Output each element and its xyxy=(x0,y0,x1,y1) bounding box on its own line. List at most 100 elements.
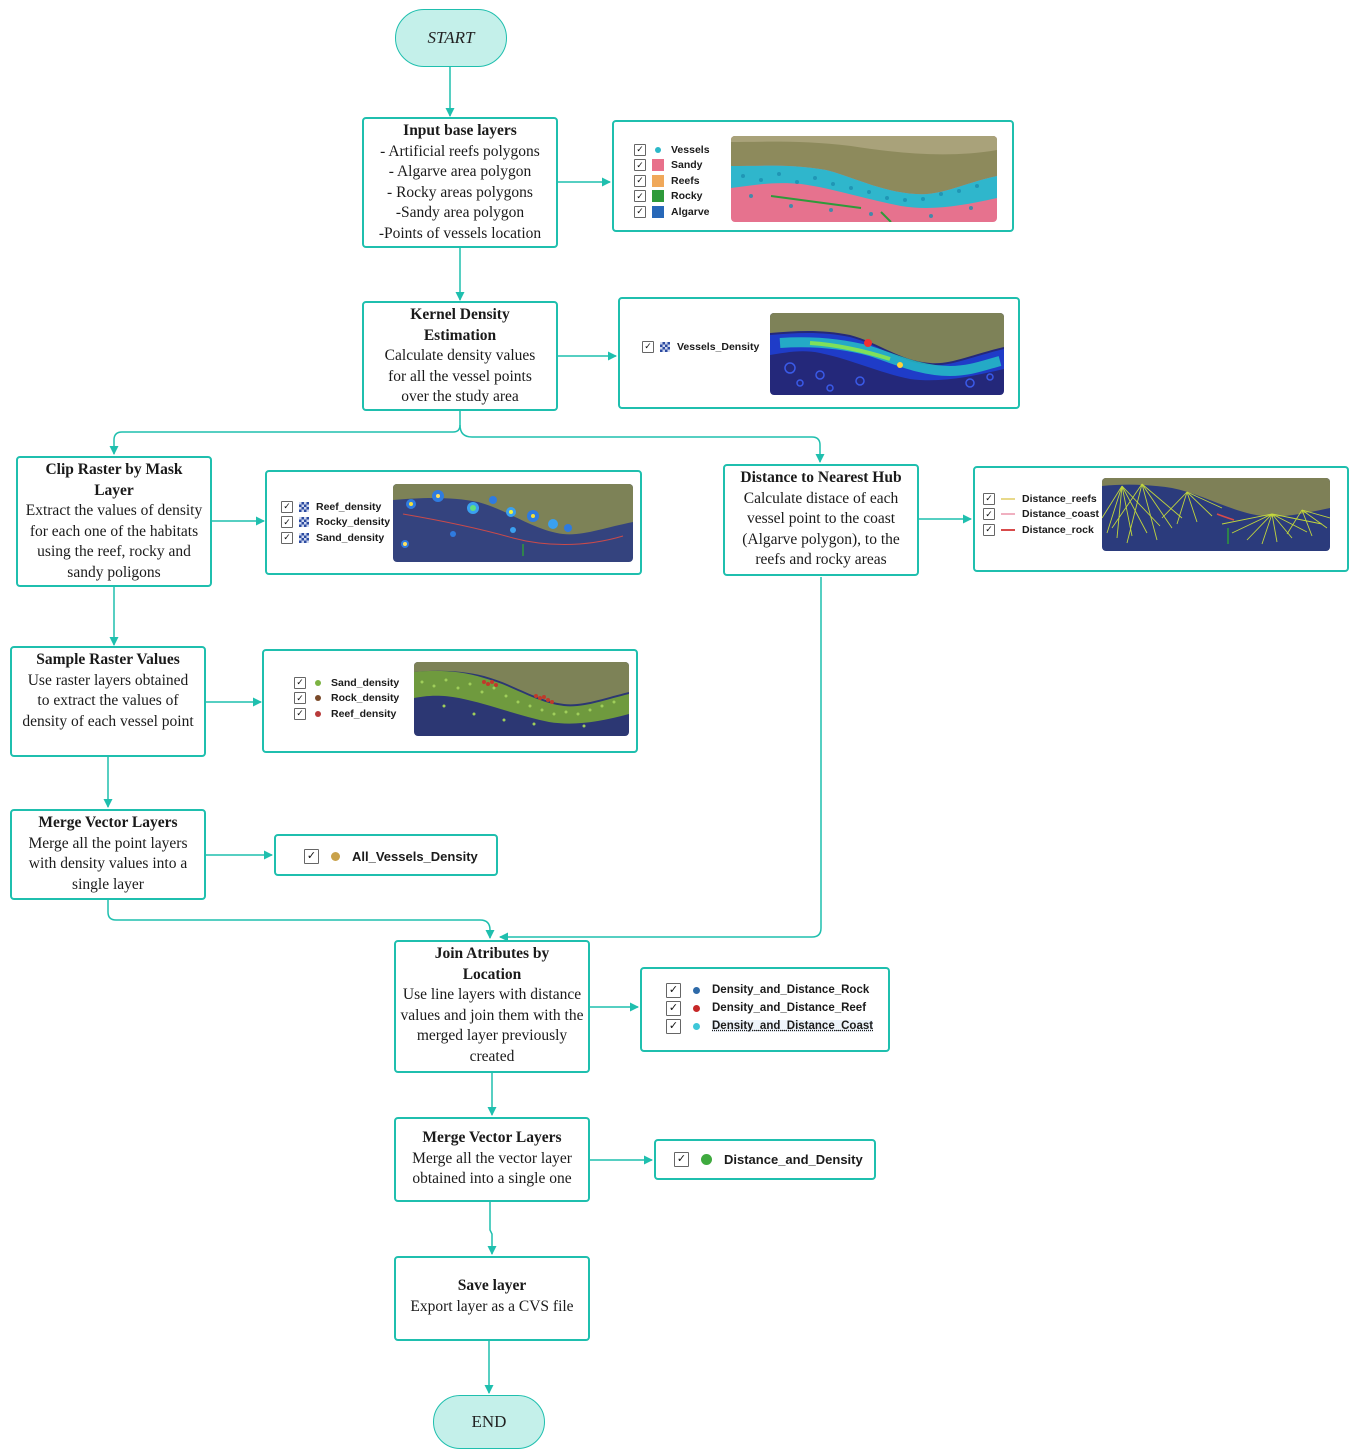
end-terminal: END xyxy=(433,1395,545,1449)
end-label: END xyxy=(471,1412,507,1431)
checkbox[interactable]: ✓ xyxy=(281,500,293,513)
legend-row: ✓Density_and_Distance_Reef xyxy=(666,999,873,1017)
checkbox[interactable]: ✓ xyxy=(294,676,306,689)
layer-legend: ✓ Vessels_Density xyxy=(642,339,759,355)
panel-kde: ✓ Vessels_Density xyxy=(618,297,1020,409)
map-sample-image xyxy=(414,662,629,736)
checkbox[interactable]: ✓ xyxy=(634,174,646,187)
checkbox[interactable]: ✓ xyxy=(634,205,646,218)
layer-legend: ✓ Reef_density ✓ Rocky_density ✓ Sand_densi… xyxy=(281,499,390,546)
checkbox[interactable]: ✓ xyxy=(634,143,646,156)
point-symbol-icon xyxy=(701,1153,712,1165)
step-description: Use raster layers obtained to extract th… xyxy=(22,671,194,730)
checkbox[interactable]: ✓ xyxy=(666,982,681,998)
map-clip-image xyxy=(393,484,633,562)
panel-sample: ✓ Sand_density ✓Rock_density ✓ Reef_densit… xyxy=(262,649,638,753)
point-symbol-icon xyxy=(655,146,661,153)
layer-label: Vessels xyxy=(671,143,710,156)
step-title: Sample Raster Values xyxy=(36,651,180,668)
checkbox[interactable]: ✓ xyxy=(983,492,995,505)
checkbox[interactable]: ✓ xyxy=(674,1151,689,1167)
layer-label: Reef_density xyxy=(331,707,397,720)
start-label: START xyxy=(427,28,475,47)
layer-label: Reefs xyxy=(671,174,700,187)
layer-legend: ✓ Distance_reefs ✓ Distance_coast ✓Distanc… xyxy=(983,491,1099,538)
point-symbol-icon xyxy=(693,1022,700,1030)
layer-label: Distance_coast xyxy=(1022,508,1100,521)
legend-row: ✓Rock_density xyxy=(294,691,399,707)
layer-label: Density_and_Distance_Rock xyxy=(712,984,870,996)
point-symbol-icon xyxy=(693,1004,700,1012)
raster-symbol-icon xyxy=(299,501,309,512)
legend-row: ✓ Vessels xyxy=(634,142,710,158)
layer-label: Density_and_Distance_Coast xyxy=(712,1020,874,1032)
step-clip-raster: Clip Raster by Mask Layer Extract the va… xyxy=(16,456,212,587)
step-title: Clip Raster by Mask Layer xyxy=(45,461,183,499)
arrow-merge1-join xyxy=(107,900,495,939)
checkbox[interactable]: ✓ xyxy=(304,848,319,864)
step-description: Use line layers with distance values and… xyxy=(400,986,584,1065)
arrow-merge2-save xyxy=(487,1202,497,1255)
line-symbol-icon xyxy=(1001,497,1015,500)
layer-label: Algarve xyxy=(671,205,710,218)
map-thumbnail xyxy=(731,136,997,222)
checkbox[interactable]: ✓ xyxy=(281,531,293,544)
map-hub-image xyxy=(1102,478,1330,551)
arrow-hub-join xyxy=(499,577,822,942)
line-symbol-icon xyxy=(1001,513,1015,516)
arrow-kde-hub xyxy=(459,424,825,463)
legend-row: ✓ Reef_density xyxy=(294,706,399,722)
checkbox[interactable]: ✓ xyxy=(634,190,646,203)
layer-label: Distance_and_Density xyxy=(724,1151,863,1167)
legend-row: ✓ Distance_and_Density xyxy=(674,1150,863,1168)
layer-label: Sand_density xyxy=(331,676,400,689)
layer-label: Reef_density xyxy=(316,500,382,513)
input-item: - Rocky areas polygons xyxy=(387,183,533,201)
legend-row: ✓ Sand_density xyxy=(281,530,390,546)
arrow-kde-clip xyxy=(109,411,461,455)
layer-label: Sand_density xyxy=(316,531,385,544)
checkbox[interactable]: ✓ xyxy=(666,1000,681,1016)
layer-label: Rocky_density xyxy=(316,516,391,529)
panel-merge1: ✓All_Vessels_Density xyxy=(274,834,498,876)
checkbox[interactable]: ✓ xyxy=(983,508,995,521)
legend-row: ✓ Reef_density xyxy=(281,499,390,515)
input-item: -Sandy area polygon xyxy=(395,204,525,221)
raster-symbol-icon xyxy=(660,341,670,352)
input-item: - Algarve area polygon xyxy=(388,163,532,180)
point-symbol-icon xyxy=(315,695,321,702)
legend-row: ✓ Density_and_Distance_Coast xyxy=(666,1017,874,1035)
step-title: Merge Vector Layers xyxy=(422,1129,562,1146)
checkbox[interactable]: ✓ xyxy=(983,523,995,536)
map-input-layers-image xyxy=(731,136,997,222)
step-save-layer: Save layer Export layer as a CVS file xyxy=(394,1256,590,1341)
layer-label: Sandy xyxy=(671,159,703,172)
layer-legend: ✓Density_and_Distance_Rock ✓Density_and_… xyxy=(666,981,874,1035)
layer-label: Distance_reefs xyxy=(1022,492,1097,505)
step-distance-hub: Distance to Nearest Hub Calculate distac… xyxy=(723,464,919,576)
checkbox[interactable]: ✓ xyxy=(634,159,646,172)
step-join-attributes: Join Atributes by Location Use line laye… xyxy=(394,940,590,1073)
checkbox[interactable]: ✓ xyxy=(666,1018,681,1034)
point-symbol-icon xyxy=(693,986,700,994)
checkbox[interactable]: ✓ xyxy=(642,340,654,353)
step-description: Calculate distace of each vessel point t… xyxy=(742,489,900,569)
checkbox[interactable]: ✓ xyxy=(294,707,306,720)
step-description: Calculate density values for all the ves… xyxy=(384,347,536,405)
layer-label: Vessels_Density xyxy=(677,340,760,353)
legend-row: ✓Distance_rock xyxy=(983,522,1099,538)
legend-row: ✓Rocky xyxy=(634,189,710,205)
checkbox[interactable]: ✓ xyxy=(294,692,306,705)
map-kde-image xyxy=(770,313,1004,395)
raster-symbol-icon xyxy=(299,532,309,543)
legend-row: ✓ Sand_density xyxy=(294,675,399,691)
fill-symbol-icon xyxy=(652,205,664,218)
panel-clip: ✓ Reef_density ✓ Rocky_density ✓ Sand_densi… xyxy=(265,470,642,575)
input-item: -Points of vessels location xyxy=(378,224,542,242)
step-description: Merge all the vector layer obtained into… xyxy=(412,1149,572,1188)
step-description: Extract the values of density for each o… xyxy=(25,502,203,581)
checkbox[interactable]: ✓ xyxy=(281,516,293,529)
layer-legend: ✓ Distance_and_Density xyxy=(674,1150,863,1168)
fill-symbol-icon xyxy=(652,190,664,203)
map-thumbnail xyxy=(414,662,629,736)
